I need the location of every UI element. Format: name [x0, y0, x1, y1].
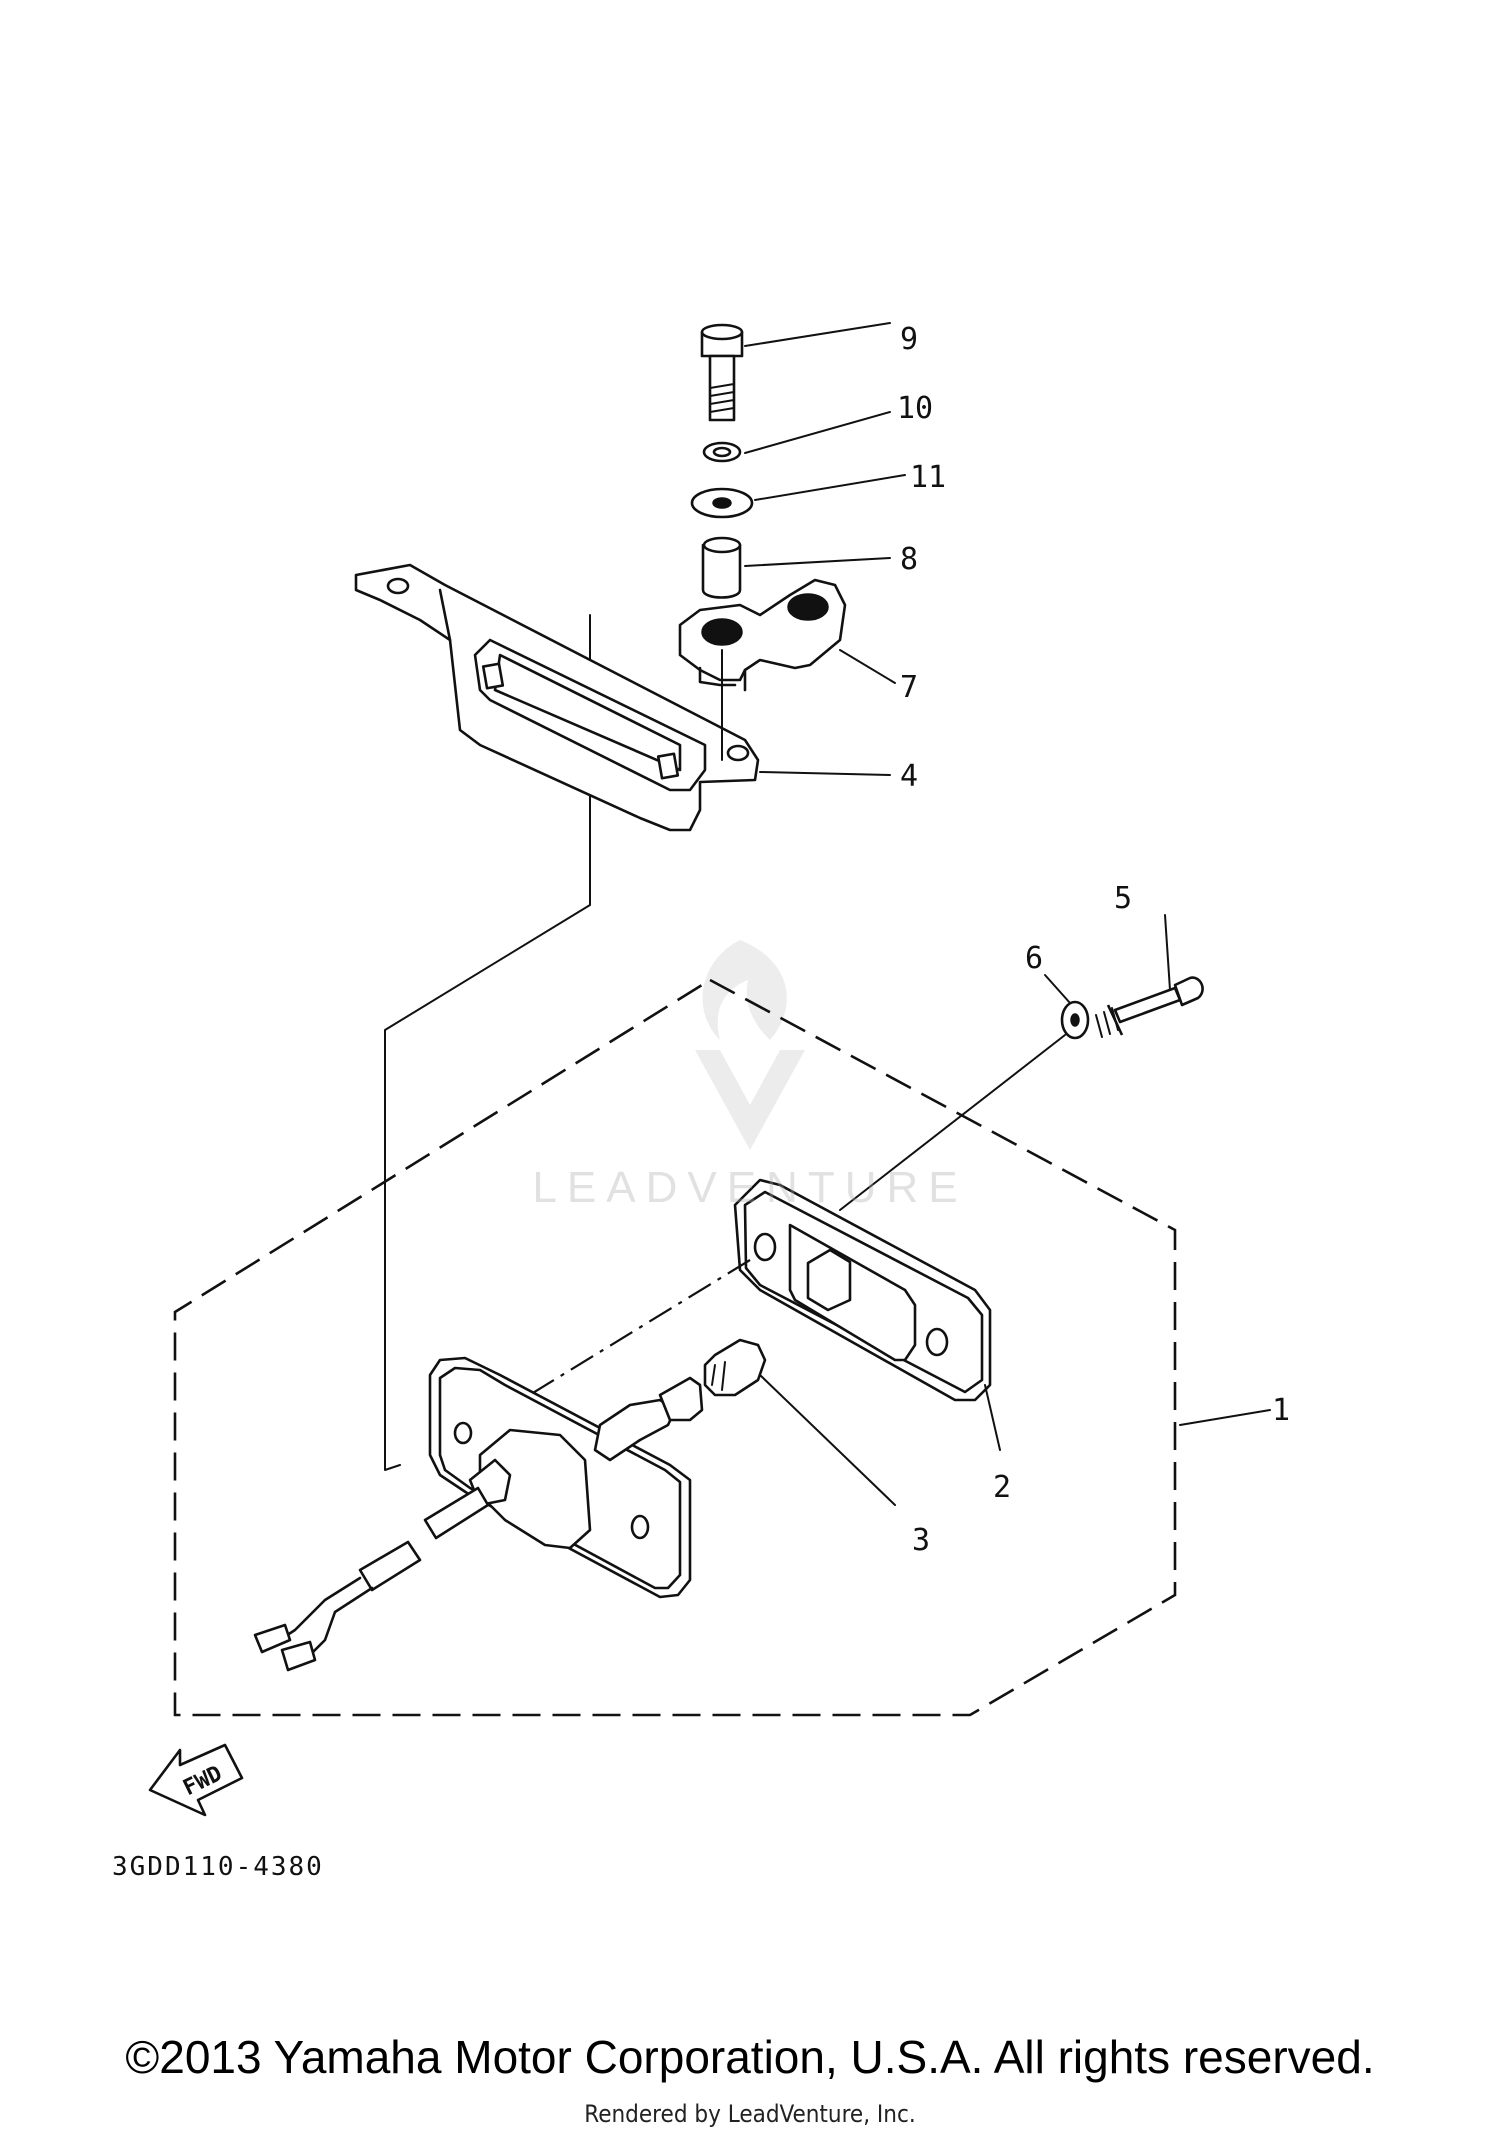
- copyright-text: ©2013 Yamaha Motor Corporation, U.S.A. A…: [125, 2031, 1375, 2083]
- stay-part-7: [678, 578, 847, 692]
- callout-8: 8: [900, 542, 918, 577]
- fwd-arrow-icon: FWD: [148, 1743, 244, 1817]
- washer-part-11: [690, 487, 754, 519]
- lock-washer-part-10: [702, 441, 742, 463]
- callout-2: 2: [993, 1470, 1011, 1505]
- axis-line: [839, 1034, 1066, 1211]
- bulb-part-3: [703, 1338, 767, 1397]
- screw-part-5: [1095, 976, 1204, 1038]
- leadventure-logo-watermark: [695, 940, 805, 1150]
- bolt-part-9: [700, 323, 744, 422]
- callout-10: 10: [897, 391, 933, 426]
- watermark-text: LEADVENTURE: [532, 1163, 968, 1212]
- callout-11: 11: [910, 460, 946, 495]
- callout-6: 6: [1025, 941, 1043, 976]
- callout-1: 1: [1272, 1393, 1290, 1428]
- callout-9: 9: [900, 322, 918, 357]
- callout-7: 7: [900, 670, 918, 705]
- collar-part-8: [701, 536, 742, 599]
- reference-line: [384, 614, 591, 1471]
- assembly-boundary: [173, 978, 1177, 1717]
- leader-lines: [744, 322, 1271, 1506]
- diagram-code: 3GDD110-4380: [112, 1852, 324, 1882]
- callout-4: 4: [900, 759, 918, 794]
- washer-part-6: [1060, 1000, 1090, 1040]
- lens-part-2: [733, 1178, 992, 1402]
- rendered-by-text: Rendered by LeadVenture, Inc.: [584, 2100, 916, 2128]
- axis-line: [504, 1259, 751, 1411]
- callout-3: 3: [912, 1523, 930, 1558]
- lamp-housing: [253, 1356, 704, 1672]
- license-bracket-part-4: [354, 563, 760, 832]
- callout-5: 5: [1114, 881, 1132, 916]
